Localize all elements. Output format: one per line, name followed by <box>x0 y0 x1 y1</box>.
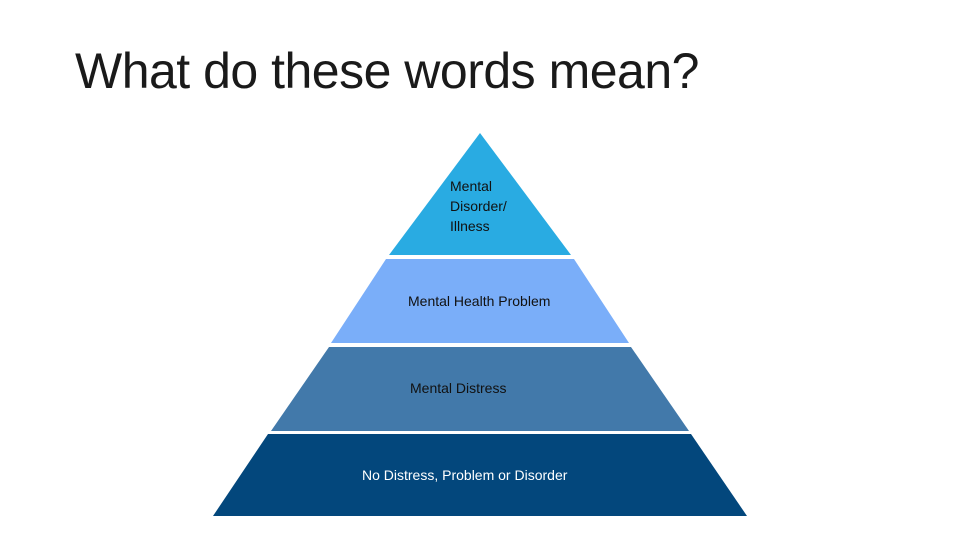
tier-label-base: No Distress, Problem or Disorder <box>362 467 568 483</box>
pyramid-tier-top <box>389 133 571 255</box>
tier-label-third: Mental Distress <box>410 380 507 396</box>
pyramid-tier-base <box>213 434 747 516</box>
tier-label-second: Mental Health Problem <box>408 293 551 309</box>
tier-label-top: Mental Disorder/ Illness <box>450 178 507 234</box>
pyramid-tier-second <box>331 259 629 343</box>
pyramid-tier-third <box>271 347 689 431</box>
slide-title: What do these words mean? <box>75 43 699 99</box>
